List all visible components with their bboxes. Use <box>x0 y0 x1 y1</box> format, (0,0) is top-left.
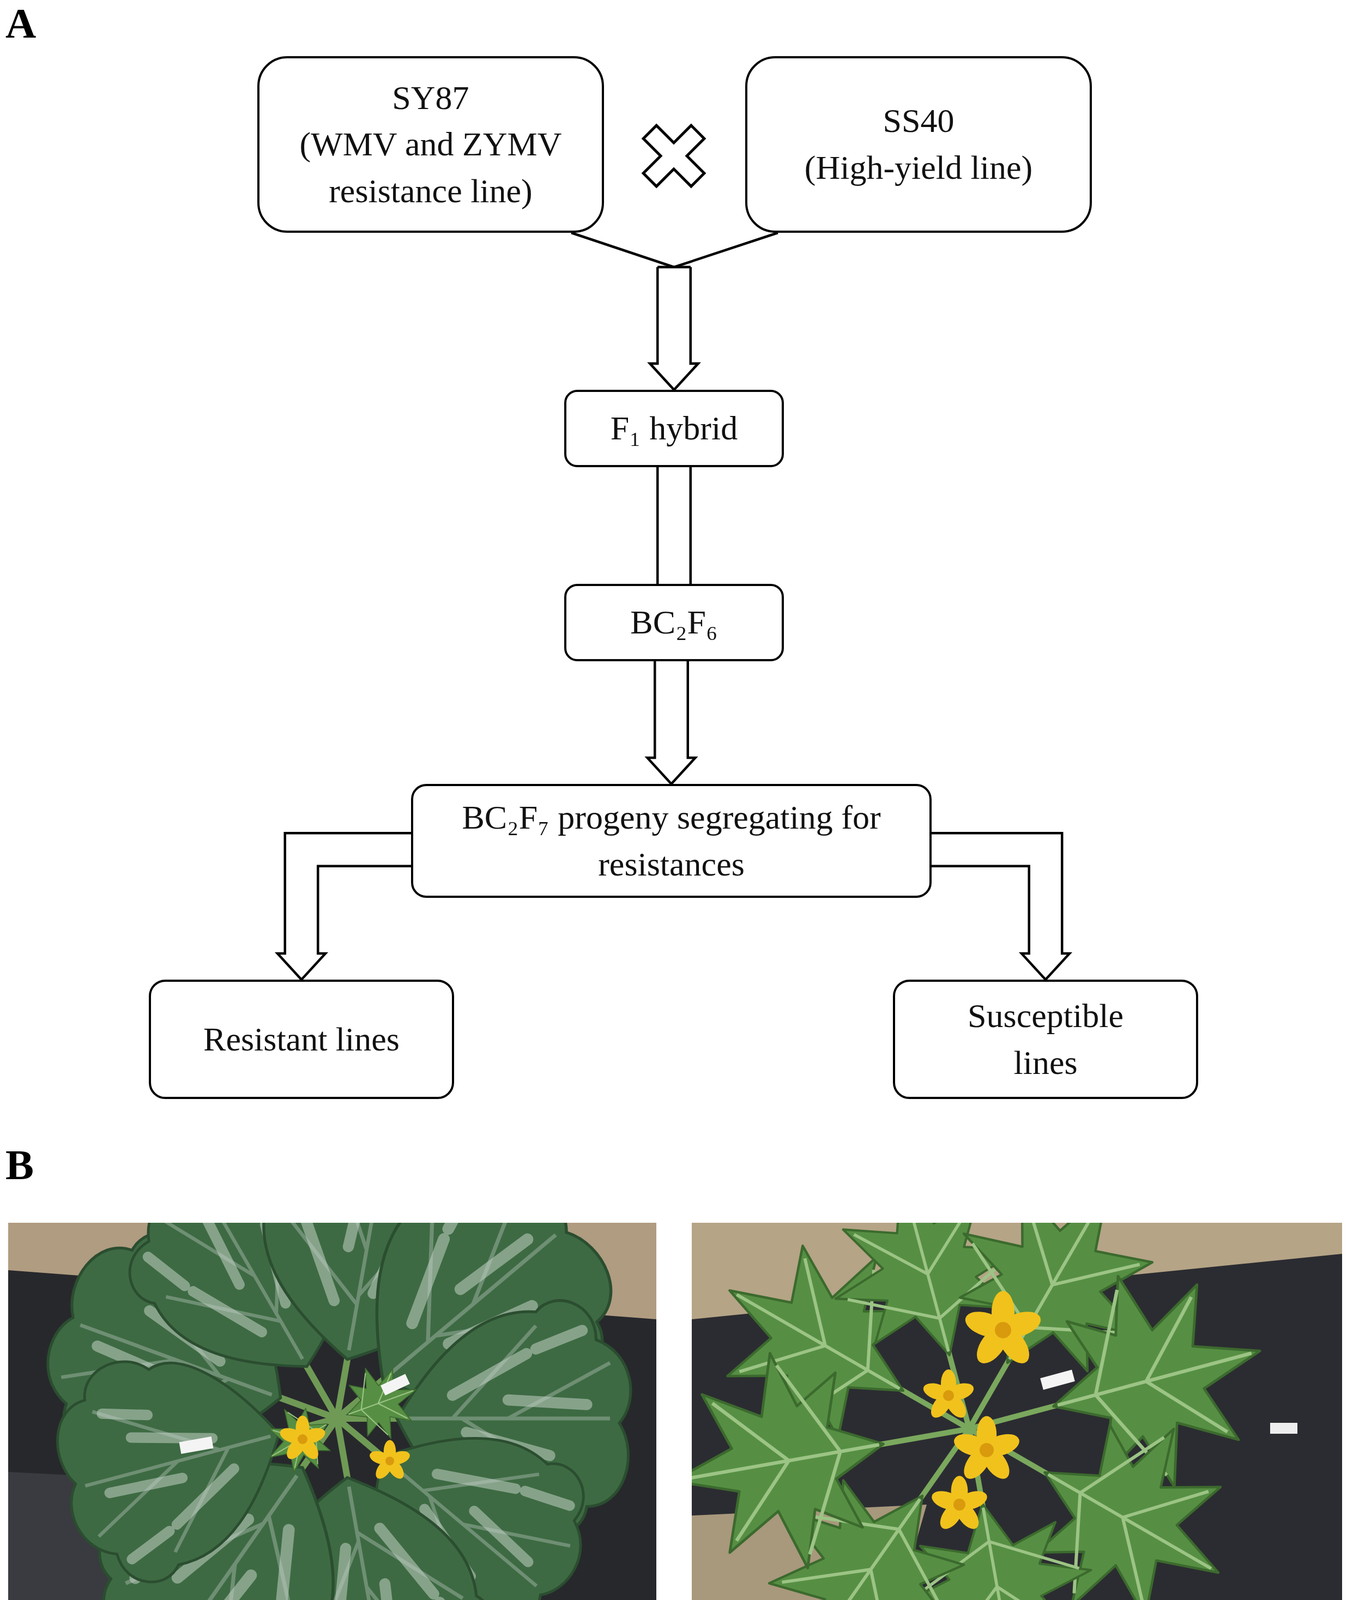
box-text: F₁ hybrid <box>610 405 738 452</box>
flow-arrow <box>571 232 699 390</box>
flower <box>921 1369 976 1422</box>
arrow-head <box>650 363 699 390</box>
box-text: BC₂F₆ <box>630 599 718 646</box>
plant-photo-susceptible <box>691 1222 1343 1600</box>
arrow-body <box>931 849 1046 958</box>
arrow-outline <box>931 849 1046 956</box>
flow-arrow <box>931 849 1070 981</box>
young-leaf <box>334 1354 430 1450</box>
plant-tag <box>380 1373 410 1395</box>
flow-arrow <box>647 661 696 784</box>
leaf-group <box>334 1354 430 1450</box>
arrow-body <box>656 661 687 762</box>
box-text: Resistant lines <box>203 1016 400 1063</box>
arrow-outline <box>301 849 412 956</box>
leaf <box>691 1336 903 1589</box>
arrow-cap <box>657 266 691 269</box>
petiole <box>336 1418 349 1483</box>
plant-tag <box>1270 1422 1298 1434</box>
box-text: (High-yield line) <box>804 144 1033 192</box>
arrow-body <box>659 467 690 584</box>
connector-layer <box>277 232 1070 980</box>
leaf <box>37 1326 308 1599</box>
box-text: SS40 <box>883 97 955 145</box>
leaf-group <box>252 1394 345 1488</box>
box-text: (WMV and ZYMV resistance line) <box>278 121 584 215</box>
plant-photo-resistant <box>8 1222 657 1600</box>
young-leaf <box>252 1394 345 1488</box>
arrow-body <box>659 267 690 368</box>
cross-symbol <box>625 107 722 204</box>
panel-label: A <box>5 2 36 45</box>
process-box: SY87(WMV and ZYMV resistance line) <box>257 56 604 233</box>
join-line <box>674 232 779 268</box>
arrow-head <box>1021 953 1070 980</box>
join-line <box>571 232 675 268</box>
arrow-body <box>659 267 690 368</box>
box-text: BC₂F₇ progeny segregating for resistance… <box>431 794 912 888</box>
flow-arrow <box>673 467 675 584</box>
plant-tag <box>179 1436 214 1454</box>
arrow-head <box>650 363 699 390</box>
petiole <box>304 1361 337 1419</box>
flower <box>929 1475 990 1533</box>
flower <box>962 1290 1044 1369</box>
process-box: BC₂F₇ progeny segregating for resistance… <box>411 783 932 898</box>
arrow-outline <box>656 467 692 584</box>
flow-arrow <box>277 849 412 981</box>
process-box: Susceptible lines <box>892 979 1199 1099</box>
plant-tag <box>1040 1369 1075 1391</box>
process-box: F₁ hybrid <box>564 389 784 468</box>
box-text: Susceptible lines <box>941 992 1150 1086</box>
arrow-cap <box>657 266 691 269</box>
arrow-body <box>301 849 412 958</box>
cross-outline <box>625 107 722 204</box>
flow-arrow <box>650 232 779 390</box>
flower <box>951 1416 1023 1484</box>
leaf-group <box>691 1321 989 1589</box>
flower <box>367 1440 412 1482</box>
panel-label: B <box>5 1143 34 1187</box>
process-box: SS40(High-yield line) <box>745 56 1092 233</box>
flower <box>278 1415 328 1463</box>
process-box: Resistant lines <box>148 979 455 1099</box>
arrow-head <box>647 757 696 784</box>
process-box: BC₂F₆ <box>564 583 784 662</box>
box-text: SY87 <box>391 74 469 122</box>
leaf-group <box>37 1311 366 1599</box>
arrow-head <box>277 953 326 980</box>
